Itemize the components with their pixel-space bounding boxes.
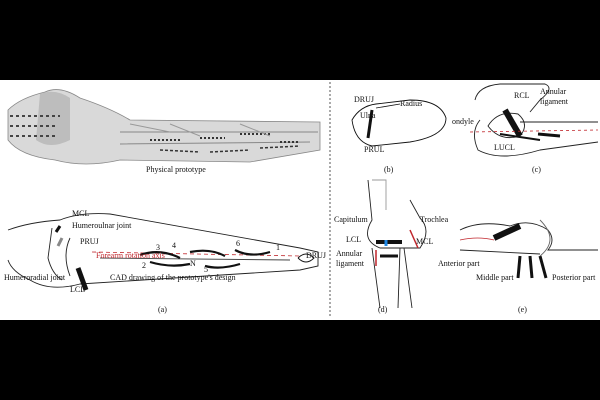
panel-e-drawing [459, 219, 598, 279]
panel-b-drawing [351, 99, 447, 147]
panel-a-label: (a) [158, 305, 167, 314]
label-humeroulnar: Humeroulnar joint [72, 221, 132, 230]
label-forearm-axis: Forearm rotation axis [96, 251, 165, 260]
figure: Physical prototype MCL Humeroulnar joint… [0, 80, 600, 320]
b-label-radius: Radius [400, 99, 423, 108]
d-label-capitulum: Capitulum [334, 215, 368, 224]
d-label-ligament: ligament [336, 259, 364, 268]
b-label-prul: PRUL [364, 145, 385, 154]
label-mcl: MCL [72, 209, 90, 218]
d-label-trochlea: Trochlea [420, 215, 449, 224]
panel-e-label: (e) [518, 305, 527, 314]
label-n1: 1 [276, 243, 280, 252]
c-label-condyle: ondyle [452, 117, 474, 126]
d-label-mcl: MCL [416, 237, 434, 246]
label-n4: 4 [172, 241, 176, 250]
c-label-lucl: LUCL [494, 143, 515, 152]
e-label-middle: Middle part [476, 273, 514, 282]
c-label-annular: Annular [540, 87, 567, 96]
e-label-anterior: Anterior part [438, 259, 480, 268]
photo-caption: Physical prototype [146, 165, 206, 174]
panel-c-drawing [469, 83, 599, 157]
b-label-ulna: Ulna [360, 111, 376, 120]
label-n: N [190, 259, 196, 268]
label-humeroradial: Humeroradial joint [4, 273, 66, 282]
c-label-ligament: ligament [540, 97, 568, 106]
label-n3: 3 [156, 243, 160, 252]
panel-c-label: (c) [532, 165, 541, 174]
panel-b-label: (b) [384, 165, 394, 174]
b-label-druj: DRUJ [354, 95, 375, 104]
label-n6: 6 [236, 239, 240, 248]
cad-caption: CAD drawing of the prototype's design [110, 273, 236, 282]
figure-drawing [7, 82, 599, 318]
label-n5: 5 [204, 265, 208, 274]
label-lcl: LCL [70, 285, 86, 294]
prototype-photo [7, 89, 321, 165]
c-label-rcl: RCL [514, 91, 530, 100]
cad-drawing [7, 213, 319, 291]
panel-d-drawing [367, 179, 427, 309]
d-label-annular: Annular [336, 249, 363, 258]
label-druj: DRUJ [306, 251, 327, 260]
label-pruj: PRUJ [80, 237, 99, 246]
panel-d-label: (d) [378, 305, 388, 314]
d-label-lcl: LCL [346, 235, 362, 244]
label-n2: 2 [142, 261, 146, 270]
e-label-posterior: Posterior part [552, 273, 596, 282]
